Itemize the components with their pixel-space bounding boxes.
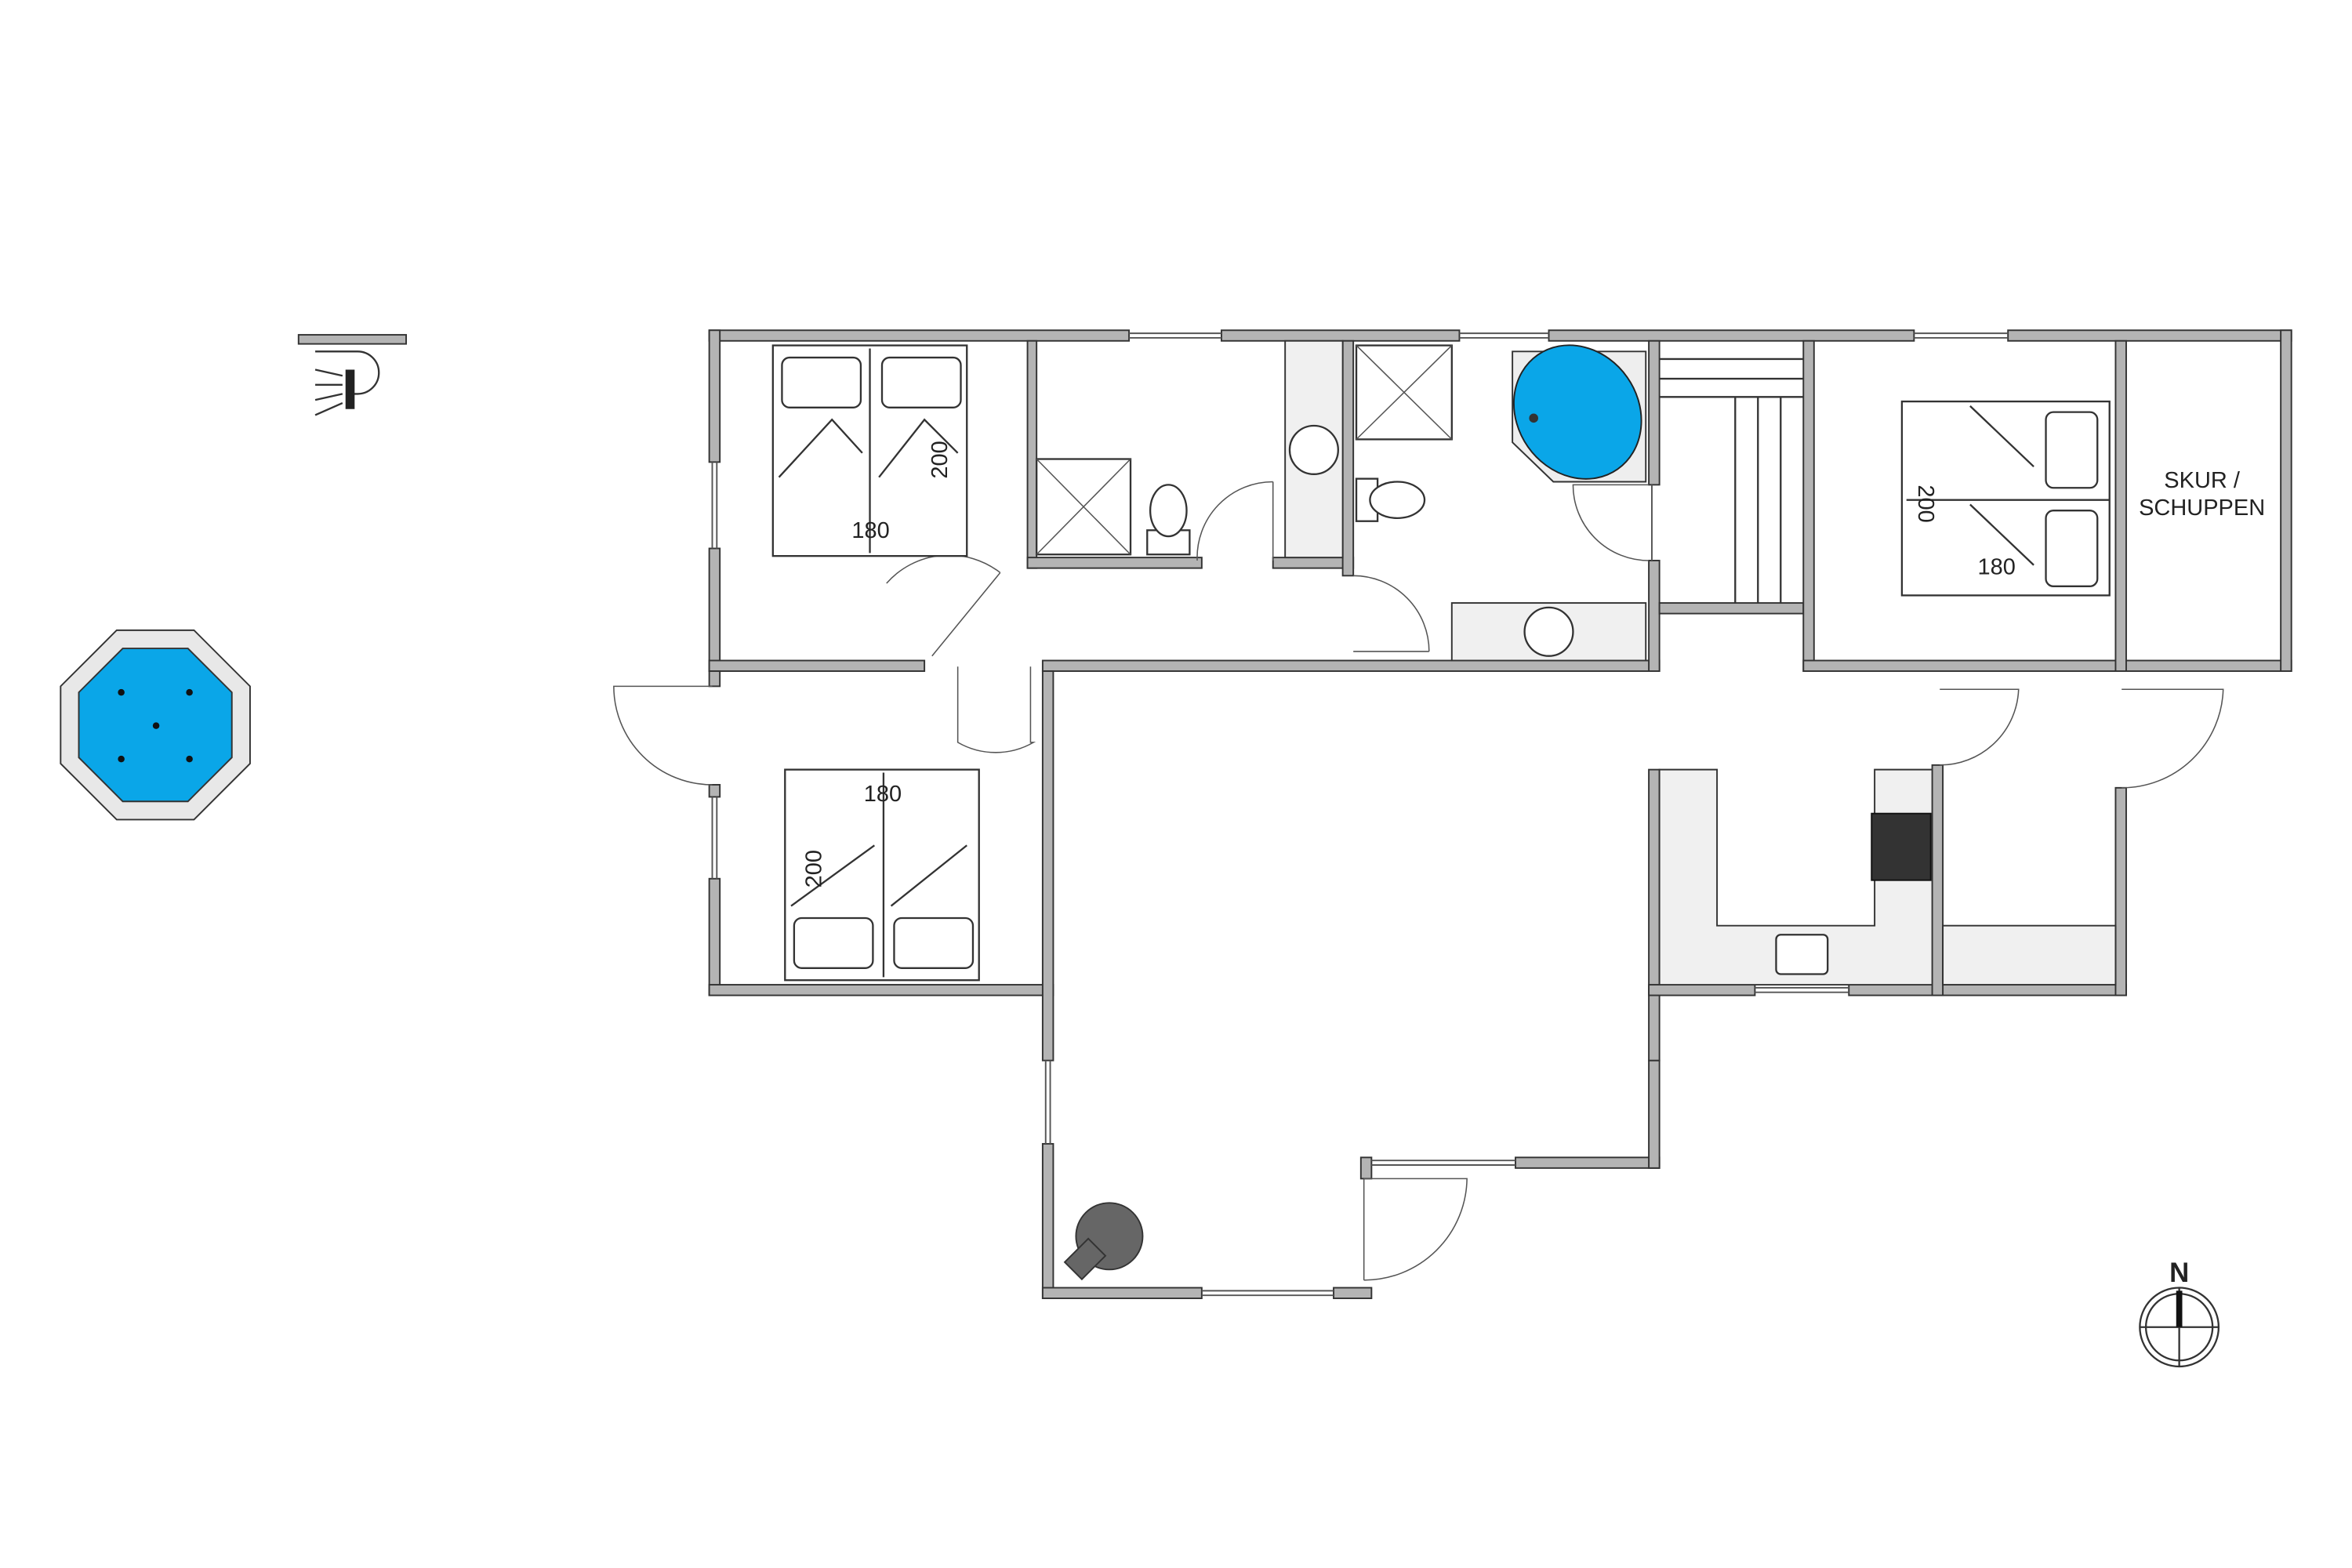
compass-icon: N bbox=[2139, 1258, 2220, 1368]
bed-length-label: 200 bbox=[802, 850, 827, 887]
whirlpool-bath-icon bbox=[1512, 344, 1647, 483]
bed-width-label: 180 bbox=[1978, 554, 2016, 579]
shed-label-line1: SKUR / bbox=[2164, 468, 2241, 493]
shed-label-line2: SCHUPPEN bbox=[2139, 495, 2265, 521]
hot-tub-icon bbox=[60, 629, 251, 821]
stove-icon bbox=[1871, 812, 1932, 881]
outdoor-shower-icon bbox=[297, 334, 408, 416]
stairs bbox=[1659, 358, 1804, 604]
kitchen bbox=[1658, 768, 2117, 986]
bed-length-label: 200 bbox=[1913, 485, 1938, 522]
doors bbox=[613, 481, 2224, 1281]
compass-north-label: N bbox=[2169, 1258, 2189, 1288]
bed-bedroom-3: 180 200 bbox=[1900, 400, 2111, 597]
bathroom-2-fixtures bbox=[1355, 344, 1647, 662]
bed-bedroom-1: 180 200 bbox=[771, 344, 968, 557]
bed-length-label: 200 bbox=[927, 441, 953, 478]
bed-width-label: 180 bbox=[851, 518, 889, 543]
bed-width-label: 180 bbox=[864, 782, 902, 807]
bed-bedroom-2: 180 200 bbox=[784, 768, 980, 982]
fireplace-icon bbox=[1063, 1202, 1144, 1281]
bathroom-1-fixtures bbox=[1036, 339, 1344, 559]
windows bbox=[711, 332, 2009, 1297]
walls bbox=[708, 329, 2292, 1300]
sink-icon bbox=[1775, 934, 1829, 975]
